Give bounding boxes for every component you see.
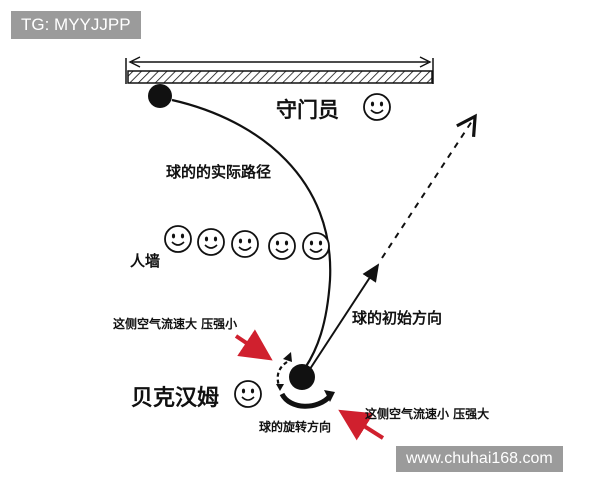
watermark-top: TG: MYYJJPP [11, 11, 141, 39]
right-side-label: 这侧空气流速小 压强大 [365, 407, 490, 421]
goal-icon [125, 56, 434, 84]
smiley-icon [197, 228, 225, 256]
smiley-icon [231, 230, 259, 258]
watermark-bottom: www.chuhai168.com [396, 446, 563, 472]
smiley-icon [268, 232, 296, 260]
smiley-icon [164, 225, 192, 253]
left-side-label: 这侧空气流速大 压强小 [113, 317, 238, 331]
smiley-icon [302, 232, 330, 260]
initial-direction-label: 球的初始方向 [352, 309, 443, 327]
goalkeeper-label: 守门员 [276, 98, 339, 122]
spin-arrow-icon [276, 352, 335, 409]
pressure-arrow-icon [338, 409, 385, 441]
initial-direction-arrow [307, 263, 380, 373]
actual-path-label: 球的的实际路径 [166, 163, 272, 181]
player-label: 贝克汉姆 [131, 386, 220, 411]
pressure-arrow-icon [234, 329, 273, 361]
spin-label: 球的旋转方向 [259, 420, 332, 434]
initial-direction-dashed [381, 113, 477, 259]
football-icon [289, 364, 315, 390]
smiley-icon [363, 93, 391, 121]
goal-ball-icon [148, 84, 172, 108]
smiley-icon [234, 380, 262, 408]
wall-label: 人墙 [130, 252, 161, 270]
